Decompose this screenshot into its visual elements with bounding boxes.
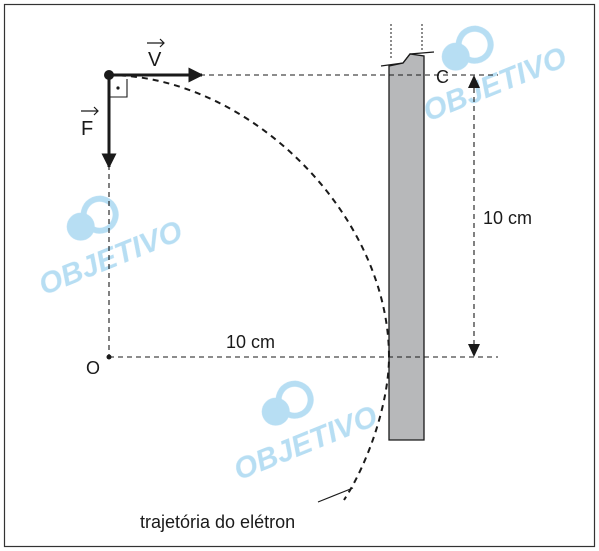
vector-overarrows [81, 38, 165, 116]
guide-lines [108, 74, 498, 358]
figure-frame [3, 3, 596, 548]
trajectory-pointer [317, 487, 354, 503]
arrow-down-icon [468, 344, 480, 357]
velocity-label: V [148, 49, 162, 71]
right-angle-marker [109, 79, 128, 98]
point-c-label: C [436, 67, 449, 87]
watermark: OBJETIVO OBJETIVO OBJETIVO [34, 25, 571, 487]
horizontal-distance-label: 10 cm [226, 332, 275, 352]
plate [380, 24, 435, 441]
force-label: F [81, 118, 93, 140]
origin-label: O [86, 358, 100, 378]
arrow-up-icon [468, 75, 480, 88]
right-angle-dot [116, 86, 120, 90]
electron-dot [104, 70, 114, 80]
objetivo-logo-icon [66, 195, 119, 241]
vertical-distance-label: 10 cm [483, 208, 532, 228]
origin-dot [106, 354, 112, 360]
objetivo-logo-icon [261, 380, 314, 426]
trajectory-label: trajetória do elétron [140, 512, 295, 532]
objetivo-logo-icon [441, 25, 494, 71]
electron-trajectory [108, 74, 391, 501]
